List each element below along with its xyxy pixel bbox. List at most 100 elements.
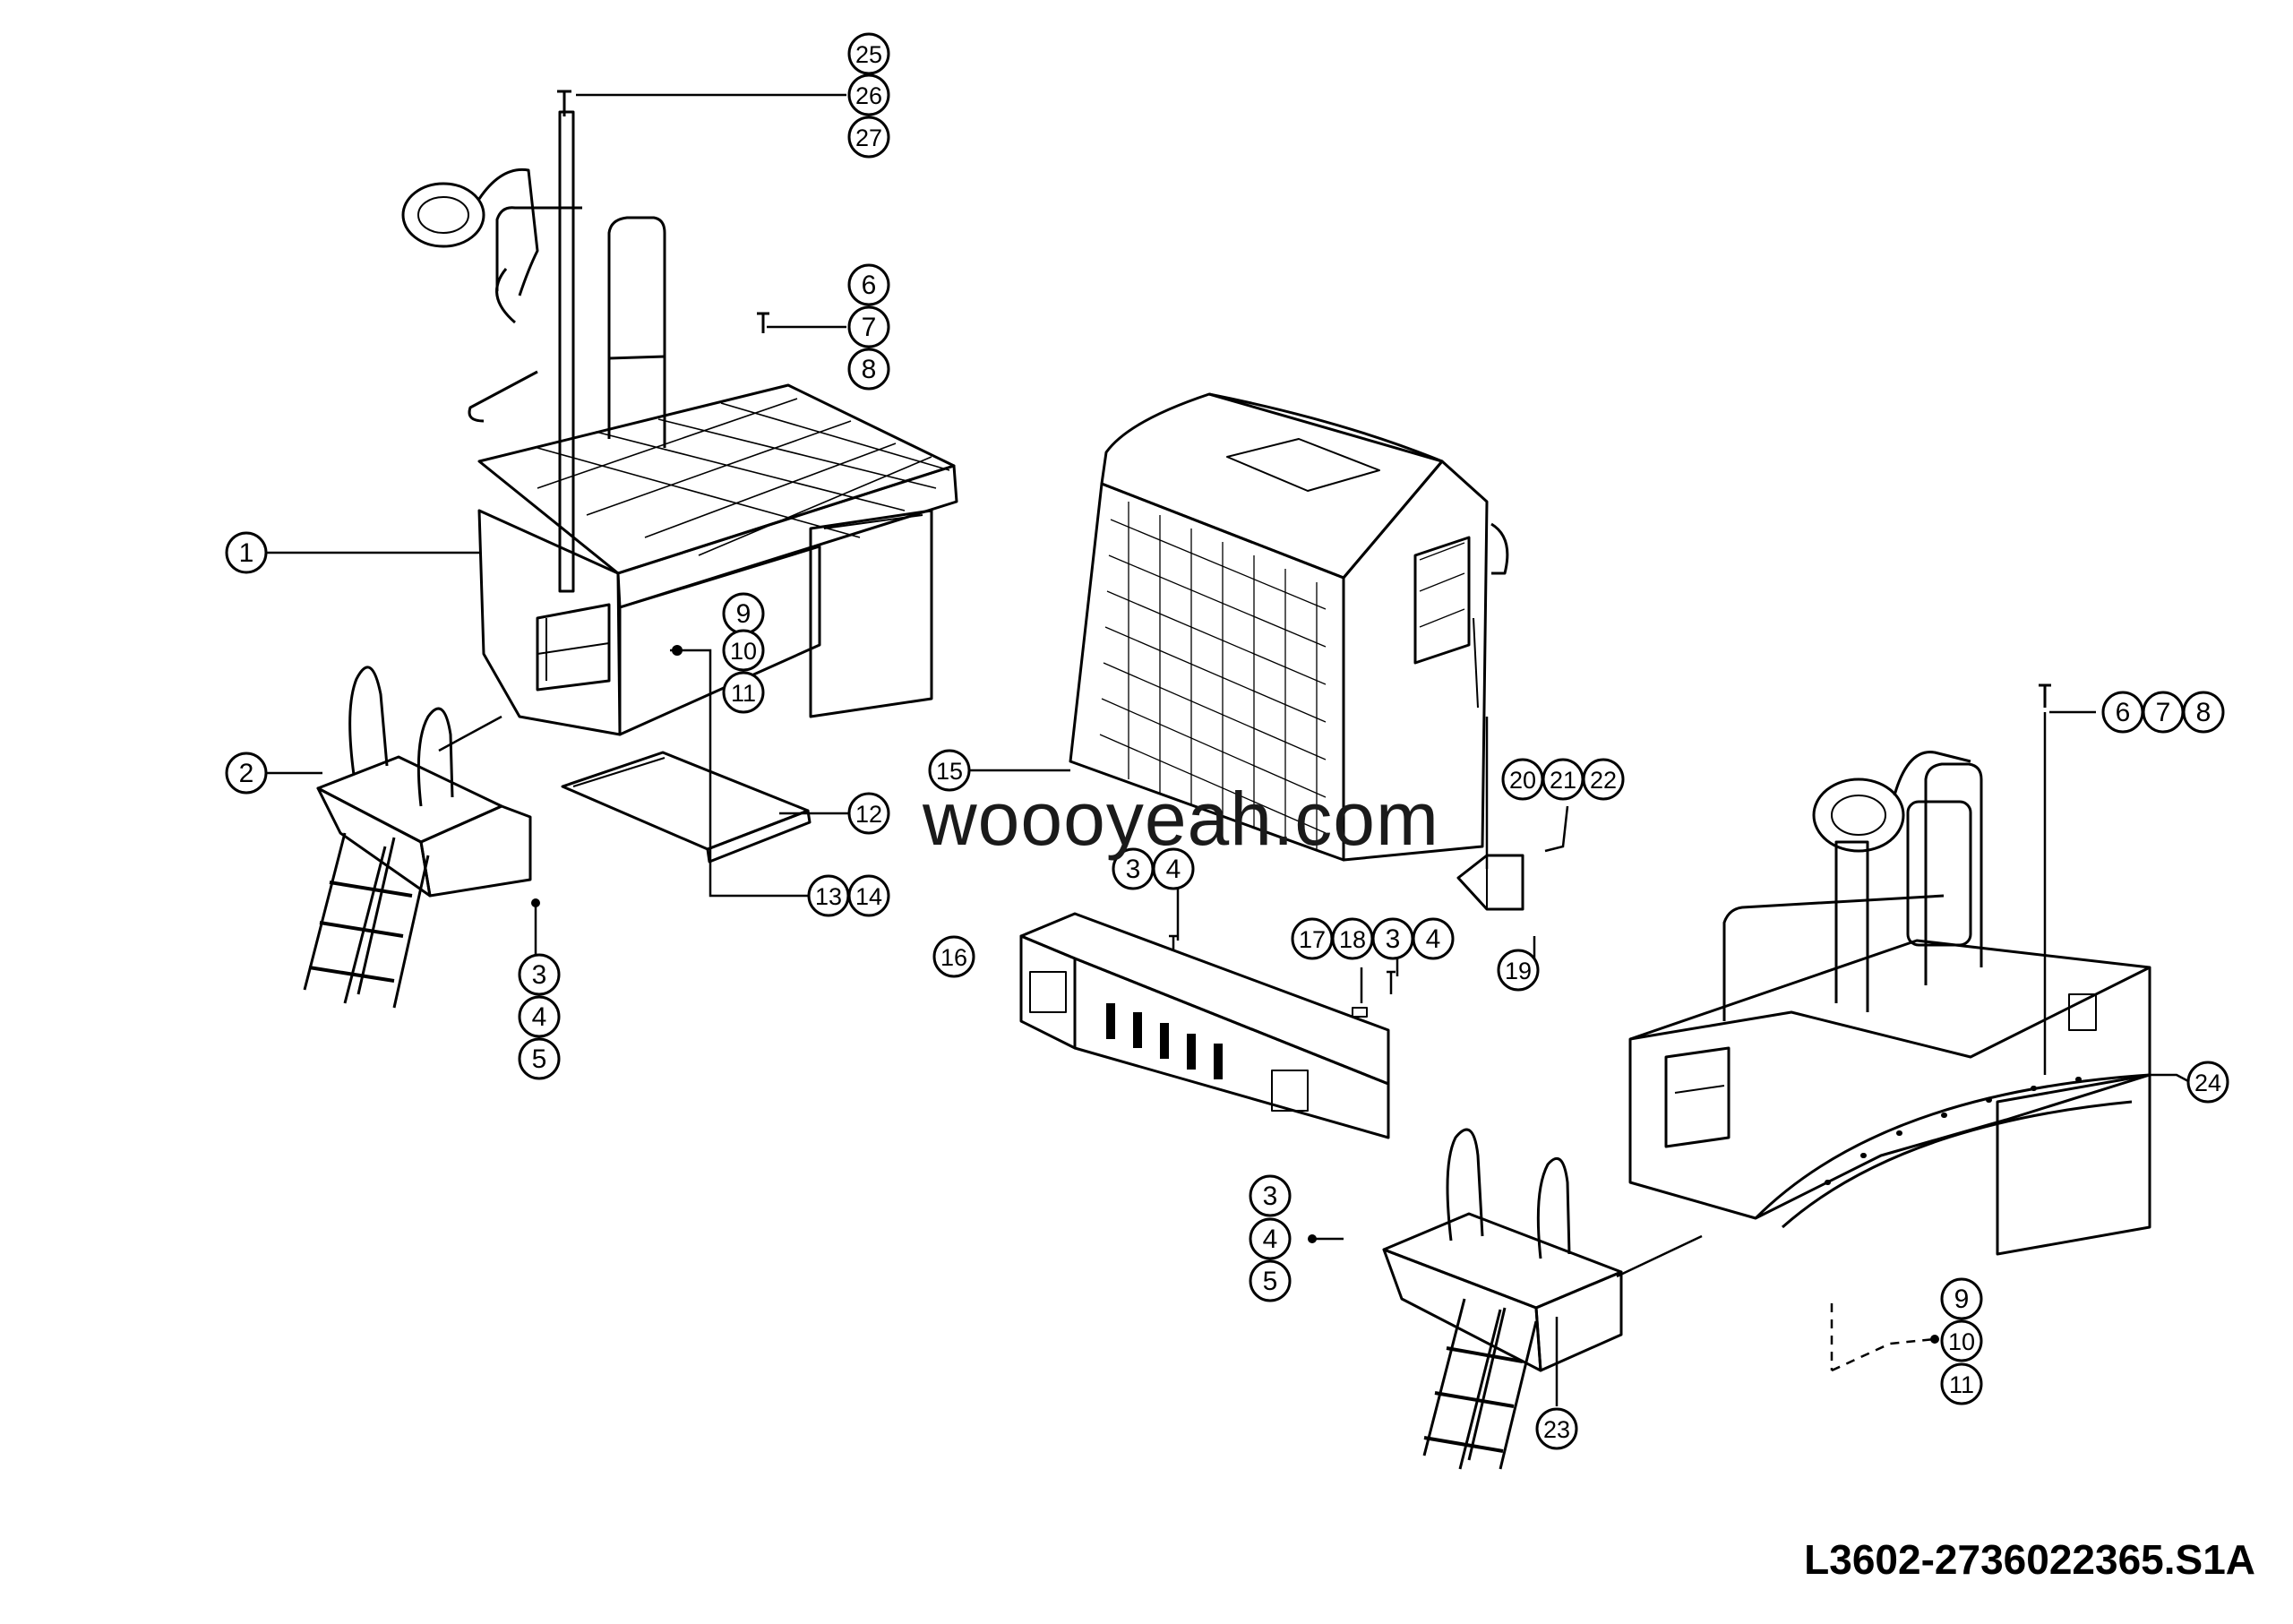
callout-circle	[1940, 1362, 1983, 1405]
callout-label: 3	[1386, 924, 1401, 954]
callout-16: 16	[932, 935, 975, 978]
callout-circle	[847, 792, 890, 835]
callout-8: 8	[847, 348, 890, 391]
callout-circle	[722, 629, 765, 672]
callout-5: 5	[1249, 1259, 1292, 1302]
callout-1: 1	[225, 531, 268, 574]
callout-circle	[847, 263, 890, 306]
callout-label: 4	[1166, 855, 1181, 884]
callout-10: 10	[722, 629, 765, 672]
callout-circle	[1497, 949, 1540, 992]
cover-plate-drawing	[561, 751, 812, 864]
callout-19: 19	[1497, 949, 1540, 992]
watermark-text: woooyeah.com	[923, 777, 1439, 861]
callout-label: 21	[1550, 767, 1576, 794]
callout-27: 27	[847, 116, 890, 159]
callout-label: 2	[239, 759, 254, 788]
callout-label: 27	[855, 125, 882, 151]
callout-6: 6	[2101, 691, 2144, 734]
callout-label: 25	[855, 41, 882, 68]
callout-label: 11	[731, 680, 756, 707]
callout-13: 13	[807, 874, 850, 917]
callout-label: 13	[815, 883, 842, 910]
callout-3: 3	[518, 953, 561, 996]
callout-8: 8	[2182, 691, 2225, 734]
left-ladder-drawing	[303, 666, 532, 1009]
callout-circle	[722, 671, 765, 714]
callout-label: 3	[1126, 855, 1141, 884]
callout-circle	[225, 752, 268, 795]
right-platform-drawing	[1628, 751, 2151, 1256]
callout-label: 3	[1263, 1181, 1278, 1211]
callout-label: 16	[940, 944, 967, 971]
callout-circle	[1249, 1259, 1292, 1302]
callout-4: 4	[1152, 847, 1195, 890]
callout-11: 11	[1940, 1362, 1983, 1405]
callout-4: 4	[518, 995, 561, 1038]
callout-label: 5	[1263, 1267, 1278, 1296]
callout-label: 20	[1509, 767, 1536, 794]
callout-label: 6	[2116, 698, 2131, 727]
callout-4: 4	[1249, 1217, 1292, 1260]
callout-6: 6	[847, 263, 890, 306]
callout-label: 6	[862, 271, 877, 300]
callout-label: 10	[730, 638, 757, 665]
callout-12: 12	[847, 792, 890, 835]
callout-14: 14	[847, 874, 890, 917]
callout-label: 18	[1339, 926, 1366, 953]
callout-circle	[847, 348, 890, 391]
left-platform-drawing	[401, 110, 958, 736]
right-ladder-drawing	[1382, 1128, 1623, 1470]
callout-22: 22	[1582, 758, 1625, 801]
callout-label: 15	[936, 758, 963, 785]
callout-3: 3	[1112, 847, 1155, 890]
callout-circle	[847, 116, 890, 159]
callout-label: 4	[1263, 1224, 1278, 1254]
callout-7: 7	[2142, 691, 2185, 734]
callout-circle	[847, 32, 890, 75]
callout-label: 4	[1426, 924, 1441, 954]
callout-label: 7	[862, 313, 877, 342]
callout-circle	[1940, 1319, 1983, 1362]
bumper-drawing	[1019, 912, 1390, 1139]
callout-label: 14	[855, 883, 882, 910]
callout-label: 4	[532, 1002, 547, 1032]
callout-label: 26	[855, 82, 882, 109]
callout-circle	[225, 531, 268, 574]
callout-circle	[847, 305, 890, 348]
callout-label: 8	[862, 355, 877, 384]
callout-circle	[1412, 917, 1455, 960]
drawing-number: L3602-2736022365.S1A	[1804, 1536, 2255, 1583]
callout-circle	[2182, 691, 2225, 734]
callout-circle	[518, 995, 561, 1038]
callout-11: 11	[722, 671, 765, 714]
callout-label: 9	[1954, 1285, 1970, 1314]
callout-18: 18	[1331, 917, 1374, 960]
callout-label: 5	[532, 1044, 547, 1074]
callout-label: 7	[2156, 698, 2171, 727]
callout-3: 3	[1371, 917, 1414, 960]
callout-label: 23	[1543, 1416, 1570, 1443]
callout-25: 25	[847, 32, 890, 75]
callout-9: 9	[1940, 1277, 1983, 1320]
callout-circle	[1249, 1174, 1292, 1217]
callout-10: 10	[1940, 1319, 1983, 1362]
callout-3: 3	[1249, 1174, 1292, 1217]
callout-circle	[1535, 1407, 1578, 1450]
callout-label: 17	[1299, 926, 1326, 953]
callout-9: 9	[722, 592, 765, 635]
callout-circle	[1582, 758, 1625, 801]
callout-circle	[847, 874, 890, 917]
callout-circle	[932, 935, 975, 978]
callout-label: 11	[1949, 1371, 1974, 1398]
small-bracket-drawing	[1456, 854, 1524, 911]
callout-circle	[518, 953, 561, 996]
callout-label: 3	[532, 960, 547, 990]
callout-circle	[928, 749, 971, 792]
callout-label: 24	[2194, 1070, 2221, 1096]
callout-15: 15	[928, 749, 971, 792]
callout-circle	[1249, 1217, 1292, 1260]
